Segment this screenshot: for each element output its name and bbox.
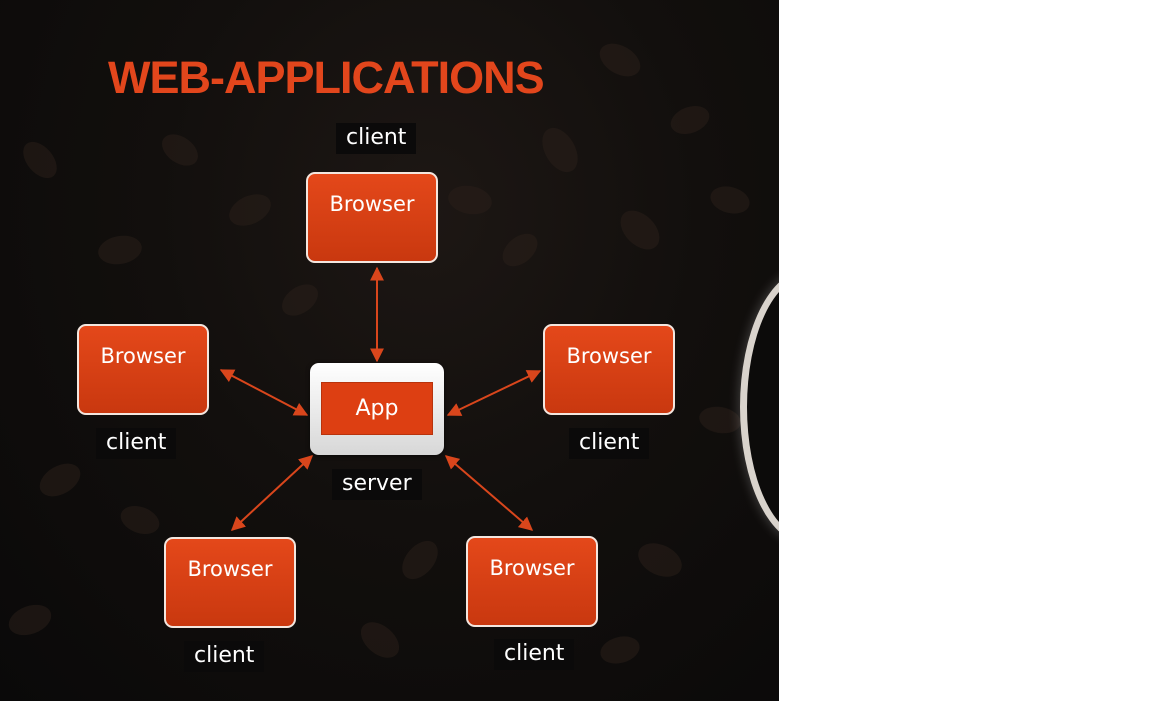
diagram-title: WEB-APPLICATIONS xyxy=(108,52,545,103)
server-caption: server xyxy=(332,469,422,500)
client-caption-right: client xyxy=(569,428,650,459)
browser-box-left: Browser xyxy=(77,324,209,415)
coffee-beans-background xyxy=(8,43,750,664)
slide: WEB-APPLICATIONS client Browser Browser … xyxy=(0,0,779,701)
client-caption-bottom-right: client xyxy=(494,639,575,670)
browser-box-bottom-left: Browser xyxy=(164,537,296,628)
browser-box-bottom-right: Browser xyxy=(466,536,598,627)
connection-arrows xyxy=(219,266,542,531)
browser-box-right: Browser xyxy=(543,324,675,415)
client-caption-top: client xyxy=(336,123,417,154)
browser-box-top: Browser xyxy=(306,172,438,263)
arrow-bottom-right-client xyxy=(444,455,534,531)
server-box: App xyxy=(310,363,444,455)
arrow-left-client xyxy=(219,369,309,416)
app-box: App xyxy=(321,382,433,435)
client-caption-bottom-left: client xyxy=(184,641,265,672)
arrow-right-client xyxy=(446,370,542,416)
client-caption-left: client xyxy=(96,428,177,459)
arrow-bottom-left-client xyxy=(230,455,314,531)
